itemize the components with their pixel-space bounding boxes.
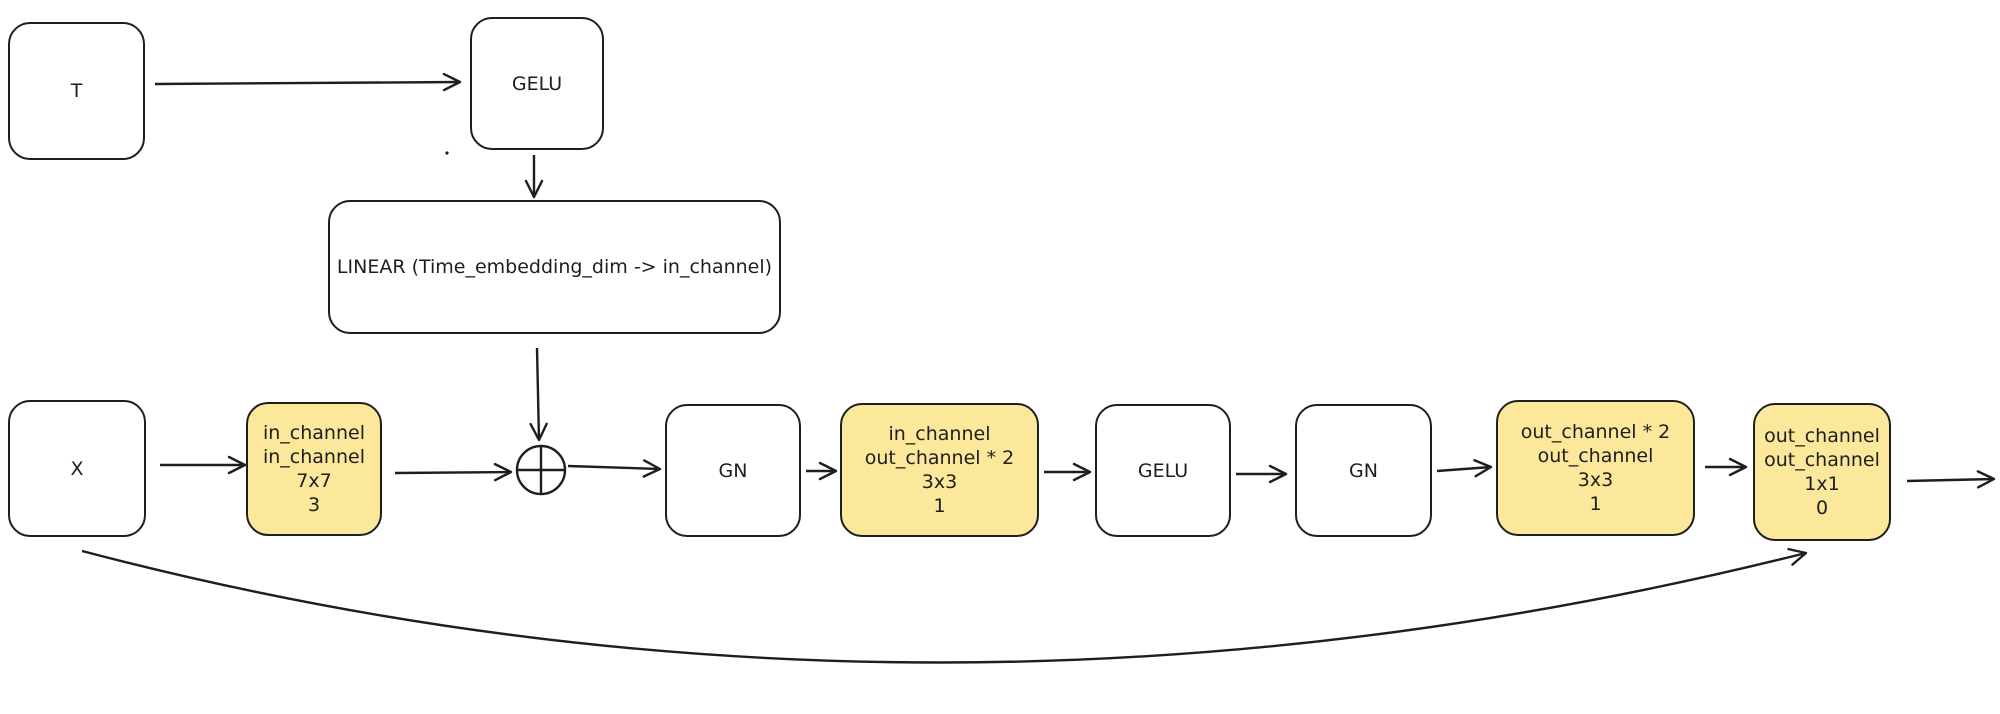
arrow-conv1-to-add [394, 462, 513, 482]
gelu-time-label: GELU [511, 72, 563, 95]
t-input-label: T [70, 80, 83, 102]
conv-skip-line-3: 1x1 [1804, 473, 1840, 495]
arrow-output [1906, 470, 1996, 489]
arrow-t-to-gelu [154, 72, 462, 92]
conv3-node: out_channel * 2 out_channel 3x3 1 [1496, 400, 1695, 536]
conv3-line-2: out_channel [1537, 445, 1654, 467]
linear-time-node: LINEAR (Time_embedding_dim -> in_channel… [328, 200, 781, 334]
gn1-node: GN [665, 404, 801, 537]
conv1-node: in_channel in_channel 7x7 3 [246, 402, 382, 536]
x-input-label: X [70, 457, 84, 480]
conv-skip-node: out_channel out_channel 1x1 0 [1753, 403, 1891, 541]
conv-skip-line-1: out_channel [1764, 425, 1880, 447]
add-op-symbol [515, 444, 567, 496]
arrow-gn2-to-conv3 [1436, 459, 1493, 478]
arrow-add-to-gn1 [567, 459, 662, 478]
x-input-node: X [8, 400, 146, 537]
conv-skip-line-4: 0 [1815, 497, 1829, 519]
gelu-main-node: GELU [1095, 404, 1231, 537]
conv1-line-4: 3 [307, 494, 321, 516]
arrow-linear-to-add [529, 347, 548, 442]
arrow-skip-connection [81, 547, 1808, 664]
gelu-main-label: GELU [1137, 459, 1189, 482]
conv1-line-3: 7x7 [296, 470, 332, 492]
gelu-time-node: GELU [470, 17, 604, 150]
conv3-line-3: 3x3 [1577, 469, 1614, 491]
conv3-line-4: 1 [1589, 493, 1602, 515]
add-op [514, 443, 568, 497]
conv2-line-3: 3x3 [921, 471, 958, 493]
gn2-node: GN [1295, 404, 1432, 537]
gn1-label: GN [718, 459, 748, 482]
conv2-line-2: out_channel * 2 [864, 447, 1015, 469]
conv1-line-1: in_channel [262, 422, 365, 444]
conv-skip-line-2: out_channel [1764, 449, 1880, 471]
conv1-line-2: in_channel [262, 446, 365, 468]
linear-time-label: LINEAR (Time_embedding_dim -> in_channel… [336, 256, 773, 278]
stray-dot [445, 151, 449, 155]
conv3-line-1: out_channel * 2 [1520, 421, 1671, 443]
conv2-node: in_channel out_channel * 2 3x3 1 [840, 403, 1039, 537]
gn2-label: GN [1349, 459, 1378, 482]
t-input-node: T [8, 22, 145, 160]
conv2-line-4: 1 [933, 495, 946, 517]
conv2-line-1: in_channel [888, 423, 991, 445]
